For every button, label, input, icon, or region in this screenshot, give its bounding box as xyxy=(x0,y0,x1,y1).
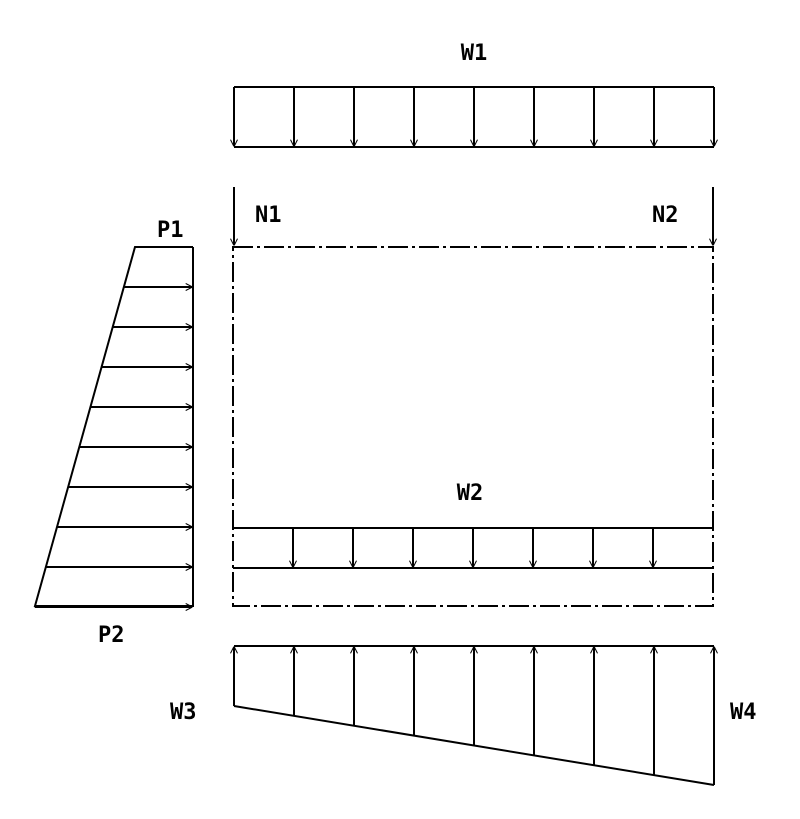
label-n2: N2 xyxy=(652,203,679,228)
label-w1: W1 xyxy=(461,41,488,66)
label-n1: N1 xyxy=(255,203,282,228)
load-w2: W2 xyxy=(233,481,713,569)
label-w4: W4 xyxy=(730,700,757,725)
load-w1: W1 xyxy=(234,41,714,148)
load-w1-arrows xyxy=(234,87,714,146)
label-w3: W3 xyxy=(170,700,197,725)
load-w3-w4: W3 W4 xyxy=(170,645,757,786)
load-p: P1 P2 xyxy=(33,218,194,648)
point-load-n2: N2 xyxy=(652,187,713,245)
label-w2: W2 xyxy=(457,481,484,506)
label-p2: P2 xyxy=(98,623,125,648)
load-w2-arrows xyxy=(293,528,653,567)
label-p1: P1 xyxy=(157,218,184,243)
point-load-n1: N1 xyxy=(234,187,282,245)
load-p-arrows xyxy=(34,287,192,607)
body-outline xyxy=(232,246,714,607)
load-w3-w4-arrows xyxy=(234,647,714,785)
